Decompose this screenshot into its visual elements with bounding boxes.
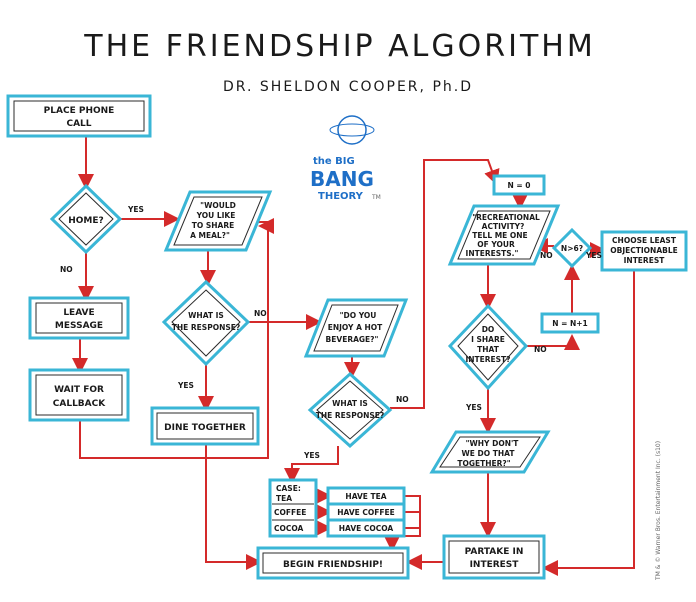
- node-leave-message: LEAVE MESSAGE: [28, 296, 130, 340]
- edge-labels: YES NO YES NO YES NO YES NO YES NO: [60, 205, 602, 460]
- node-least-objectionable: CHOOSE LEAST OBJECTIONABLE INTEREST: [600, 230, 688, 272]
- svg-text:I SHARE: I SHARE: [471, 335, 505, 344]
- node-have-coffee: HAVE COFFEE: [326, 502, 406, 522]
- svg-text:INTEREST: INTEREST: [470, 560, 520, 570]
- svg-text:COFFEE: COFFEE: [274, 508, 306, 517]
- svg-text:"RECREATIONAL: "RECREATIONAL: [472, 213, 540, 222]
- svg-text:HAVE COCOA: HAVE COCOA: [339, 524, 394, 533]
- svg-text:CASE:: CASE:: [276, 484, 301, 493]
- svg-text:PARTAKE IN: PARTAKE IN: [465, 547, 524, 557]
- svg-text:YOU LIKE: YOU LIKE: [196, 211, 236, 220]
- svg-text:INTEREST: INTEREST: [624, 256, 666, 265]
- svg-text:WHAT IS: WHAT IS: [332, 399, 368, 408]
- svg-text:DO: DO: [482, 325, 495, 334]
- svg-text:TELL ME ONE: TELL ME ONE: [472, 231, 527, 240]
- label-response2-yes: YES: [303, 451, 320, 460]
- node-response-decision-2: WHAT IS THE RESPONSE?: [307, 371, 393, 449]
- svg-text:WAIT FOR: WAIT FOR: [54, 385, 104, 395]
- svg-text:LEAVE: LEAVE: [63, 308, 94, 318]
- node-place-phone-call: PLACE PHONE CALL: [6, 94, 152, 138]
- node-case-block: CASE: TEA COFFEE COCOA: [268, 478, 318, 538]
- node-n-greater-six: N>6?: [551, 227, 593, 269]
- node-share-meal-question: "WOULD YOU LIKE TO SHARE A MEAL?": [163, 190, 273, 252]
- node-n-increment: N = N+1: [540, 312, 600, 334]
- logo-line-2: BANG: [310, 167, 374, 191]
- svg-text:N = N+1: N = N+1: [552, 319, 588, 328]
- svg-text:THE RESPONSE?: THE RESPONSE?: [172, 323, 240, 332]
- svg-text:MESSAGE: MESSAGE: [55, 321, 103, 331]
- logo-trademark: TM: [371, 194, 381, 201]
- svg-text:COCOA: COCOA: [274, 524, 304, 533]
- svg-text:N = 0: N = 0: [507, 181, 530, 190]
- node-wait-for-callback: WAIT FOR CALLBACK: [28, 368, 130, 422]
- label-share-no: NO: [534, 345, 547, 354]
- node-begin-friendship: BEGIN FRIENDSHIP!: [256, 546, 410, 580]
- svg-text:ACTIVITY?: ACTIVITY?: [482, 222, 525, 231]
- svg-text:TOGETHER?": TOGETHER?": [457, 459, 510, 468]
- svg-text:"WOULD: "WOULD: [200, 201, 236, 210]
- diagram-subtitle: DR. SHELDON COOPER, Ph.D: [223, 79, 473, 95]
- svg-text:"WHY DON'T: "WHY DON'T: [466, 439, 520, 448]
- svg-text:"DO YOU: "DO YOU: [340, 311, 377, 320]
- svg-text:ENJOY A HOT: ENJOY A HOT: [328, 323, 383, 332]
- svg-text:BEGIN FRIENDSHIP!: BEGIN FRIENDSHIP!: [283, 560, 383, 570]
- label-response2-no: NO: [396, 395, 409, 404]
- big-bang-theory-logo: the BIG BANG THEORY TM: [310, 115, 381, 202]
- node-recreational-question: "RECREATIONAL ACTIVITY? TELL ME ONE OF Y…: [447, 204, 561, 266]
- node-have-cocoa: HAVE COCOA: [326, 518, 406, 538]
- label-response1-no: NO: [254, 309, 267, 318]
- copyright-notice: TM & © Warner Bros. Entertainment Inc. (…: [655, 441, 662, 581]
- label-n6-yes: YES: [585, 251, 602, 260]
- svg-text:A MEAL?": A MEAL?": [190, 231, 230, 240]
- node-dine-together: DINE TOGETHER: [150, 406, 260, 446]
- svg-text:WE DO THAT: WE DO THAT: [462, 449, 516, 458]
- node-n-equals-zero: N = 0: [492, 174, 546, 196]
- node-have-tea: HAVE TEA: [326, 486, 406, 506]
- logo-line-3: THEORY: [318, 191, 364, 202]
- svg-text:N>6?: N>6?: [561, 244, 583, 253]
- svg-text:PLACE PHONE: PLACE PHONE: [44, 106, 115, 116]
- node-hot-beverage-question: "DO YOU ENJOY A HOT BEVERAGE?": [303, 298, 409, 358]
- label-home-no: NO: [60, 265, 73, 274]
- svg-text:CALLBACK: CALLBACK: [53, 399, 106, 409]
- svg-text:HAVE COFFEE: HAVE COFFEE: [337, 508, 394, 517]
- svg-text:HOME?: HOME?: [68, 216, 104, 226]
- svg-text:HAVE TEA: HAVE TEA: [345, 492, 386, 501]
- diagram-title: THE FRIENDSHIP ALGORITHM: [83, 29, 595, 64]
- svg-text:TEA: TEA: [276, 494, 292, 503]
- svg-text:INTERESTS.": INTERESTS.": [466, 249, 519, 258]
- label-home-yes: YES: [127, 205, 144, 214]
- svg-text:BEVERAGE?": BEVERAGE?": [326, 335, 379, 344]
- label-share-yes: YES: [465, 403, 482, 412]
- svg-text:THAT: THAT: [477, 345, 500, 354]
- node-partake-interest: PARTAKE IN INTEREST: [442, 534, 546, 580]
- svg-text:INTEREST?: INTEREST?: [465, 355, 510, 364]
- svg-text:DINE TOGETHER: DINE TOGETHER: [164, 423, 246, 433]
- label-response1-yes: YES: [177, 381, 194, 390]
- svg-text:OF YOUR: OF YOUR: [477, 240, 515, 249]
- svg-text:WHAT IS: WHAT IS: [188, 311, 224, 320]
- label-n6-no: NO: [540, 251, 553, 260]
- node-share-interest-decision: DO I SHARE THAT INTEREST?: [447, 303, 529, 391]
- node-home-decision: HOME?: [49, 183, 123, 255]
- svg-text:OBJECTIONABLE: OBJECTIONABLE: [610, 246, 678, 255]
- svg-text:CHOOSE LEAST: CHOOSE LEAST: [612, 236, 677, 245]
- node-response-decision-1: WHAT IS THE RESPONSE?: [161, 279, 251, 367]
- svg-text:CALL: CALL: [66, 119, 91, 129]
- logo-line-1: the BIG: [313, 156, 355, 167]
- flow-arrows: [72, 136, 635, 576]
- node-why-dont-we: "WHY DON'T WE DO THAT TOGETHER?": [429, 430, 551, 474]
- svg-text:TO SHARE: TO SHARE: [192, 221, 234, 230]
- svg-text:THE RESPONSE?: THE RESPONSE?: [316, 411, 384, 420]
